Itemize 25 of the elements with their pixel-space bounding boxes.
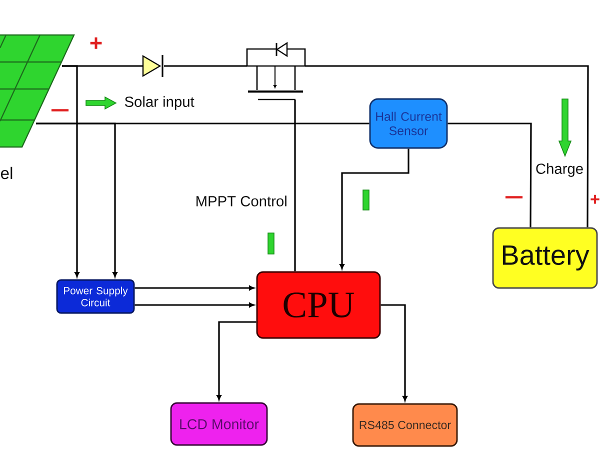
battery-box: Battery	[492, 227, 598, 289]
polarity-sign: −	[505, 196, 523, 198]
arrow	[380, 304, 408, 402]
power-supply-box: Power Supply Circuit	[56, 279, 135, 314]
arrow	[62, 65, 80, 278]
wire	[448, 122, 532, 228]
monitor-box: LCD Monitor	[170, 402, 268, 446]
wire	[294, 100, 296, 272]
sensor-box: Hall Current Sensor	[369, 98, 448, 149]
polarity-sign: +	[90, 37, 102, 49]
arrow	[134, 302, 254, 308]
arrow	[134, 286, 254, 290]
annotation: Solar input	[124, 96, 194, 110]
wire	[305, 65, 589, 228]
edge-label: MPPT Control	[194, 194, 289, 208]
polarity-sign: +	[590, 194, 600, 204]
arrow	[36, 122, 118, 278]
cpu-box: CPU	[256, 271, 381, 339]
wire	[164, 65, 247, 67]
node-caption: el	[0, 166, 12, 180]
annotation: Charge	[536, 163, 583, 177]
connector-box: RS485 Connector	[352, 403, 458, 447]
polarity-sign: −	[51, 109, 69, 112]
arrow	[340, 148, 410, 270]
arrow	[216, 321, 256, 400]
